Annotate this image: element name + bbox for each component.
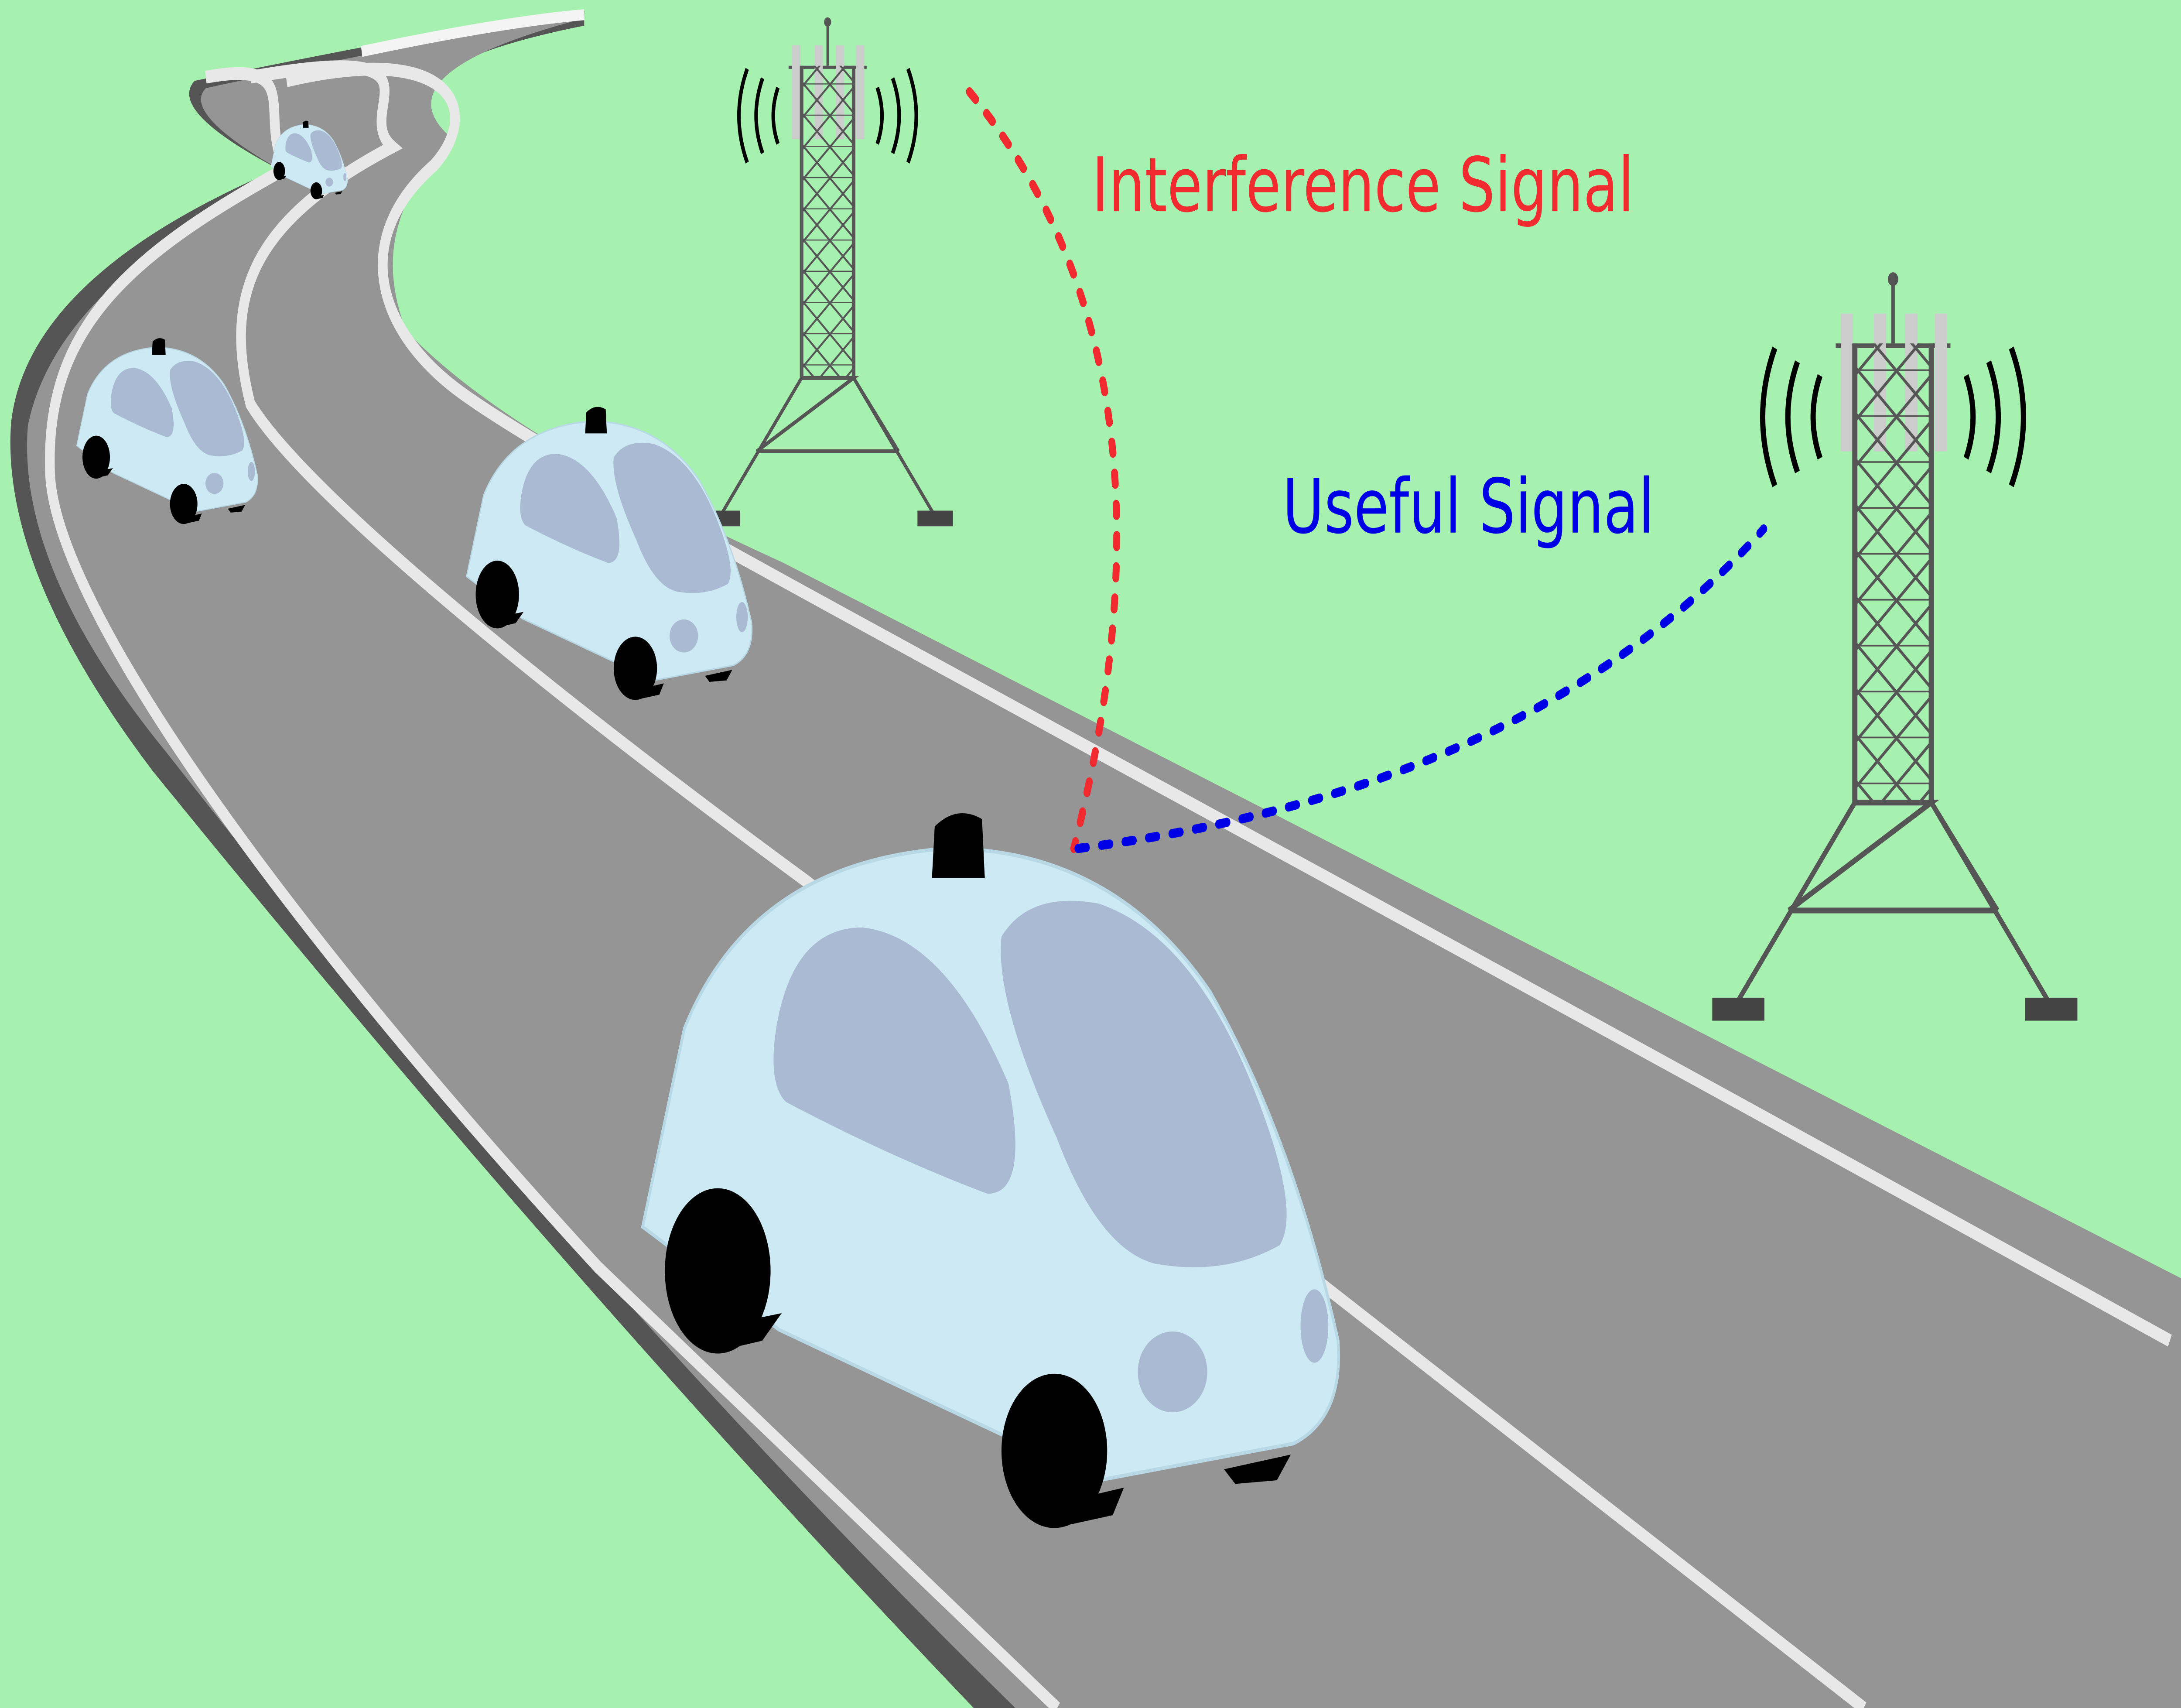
interference-signal-line	[966, 87, 1121, 853]
useful-signal-line	[1074, 524, 1767, 853]
road	[10, 9, 2181, 1708]
interference-signal-label: Interference Signal	[1092, 142, 1634, 229]
useful-signal-label: Useful Signal	[1282, 463, 1655, 551]
